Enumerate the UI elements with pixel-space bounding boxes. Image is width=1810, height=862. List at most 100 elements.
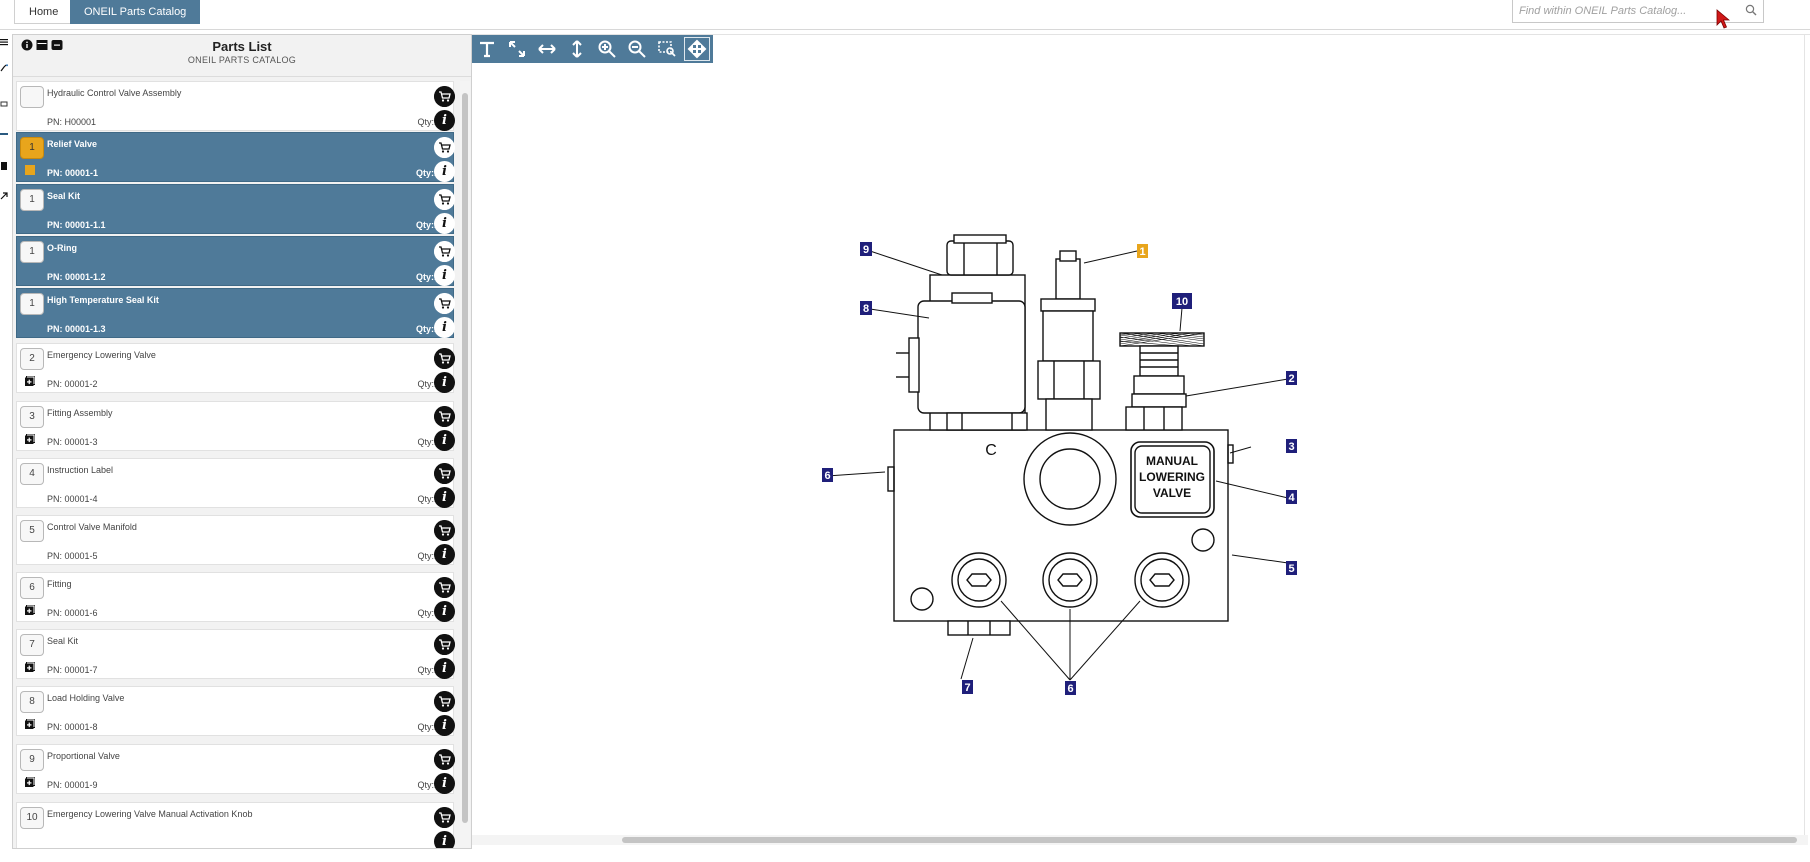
zoom-area-button[interactable] <box>652 35 682 63</box>
expand-plus-icon[interactable] <box>25 719 35 729</box>
expand-plus-icon[interactable] <box>25 605 35 615</box>
part-pn: PN: 00001-6 <box>47 608 98 618</box>
part-qty: Qty:1 <box>417 437 439 447</box>
part-row[interactable]: 4 Instruction Label PN: 00001-4 Qty:1 i <box>16 458 455 508</box>
callout-3[interactable]: 3 <box>1286 439 1297 453</box>
viewer-horizontal-scrollbar[interactable] <box>472 835 1808 845</box>
menu-icon[interactable] <box>0 38 8 46</box>
add-to-cart-icon[interactable] <box>434 293 455 314</box>
part-row[interactable]: 6 Fitting PN: 00001-6 Qty:6 i <box>16 572 455 622</box>
part-row[interactable]: 2 Emergency Lowering Valve PN: 00001-2 Q… <box>16 343 455 393</box>
part-row[interactable]: 9 Proportional Valve PN: 00001-9 Qty:1 i <box>16 744 455 794</box>
add-to-cart-icon[interactable] <box>434 189 455 210</box>
callout-6-bottom[interactable]: 6 <box>1065 681 1076 695</box>
breadcrumb-catalog[interactable]: ONEIL Parts Catalog <box>70 0 201 24</box>
info-icon[interactable]: i <box>434 601 455 622</box>
part-pn: PN: H00001 <box>47 117 97 127</box>
zoom-in-icon <box>598 40 616 58</box>
flag-icon[interactable] <box>0 130 8 138</box>
info-icon[interactable]: i <box>434 658 455 679</box>
expand-icon[interactable] <box>0 192 8 200</box>
fit-width-button[interactable] <box>532 35 562 63</box>
expand-plus-icon[interactable] <box>25 376 35 386</box>
add-to-cart-icon[interactable] <box>434 577 455 598</box>
callout-4[interactable]: 4 <box>1286 490 1297 504</box>
part-qty: Qty:1 <box>417 722 439 732</box>
callout-2[interactable]: 2 <box>1286 371 1297 385</box>
callout-5[interactable]: 5 <box>1286 561 1297 575</box>
add-to-cart-icon[interactable] <box>434 86 455 107</box>
print-icon[interactable] <box>0 100 8 108</box>
add-to-cart-icon[interactable] <box>434 348 455 369</box>
add-to-cart-icon[interactable] <box>434 463 455 484</box>
part-row[interactable]: 1 Relief Valve PN: 00001-1 Qty:1 i <box>16 132 455 182</box>
add-to-cart-icon[interactable] <box>434 520 455 541</box>
part-row[interactable]: 10 Emergency Lowering Valve Manual Activ… <box>16 802 455 848</box>
parts-list-scrollbar[interactable] <box>460 81 470 848</box>
breadcrumb-home[interactable]: Home <box>14 0 74 24</box>
collapse-panel-icon[interactable] <box>51 39 63 51</box>
text-tool-button[interactable] <box>472 35 502 63</box>
fit-button[interactable] <box>502 35 532 63</box>
viewer-right-edge <box>1804 35 1805 835</box>
expand-plus-icon[interactable] <box>25 777 35 787</box>
part-row[interactable]: 1 O-Ring PN: 00001-1.2 Qty:1 i <box>16 236 455 286</box>
exploded-diagram[interactable]: MANUAL LOWERING VALVE C 9 1 8 10 2 3 6 4 <box>472 35 1808 835</box>
svg-text:3: 3 <box>1288 441 1294 453</box>
info-icon[interactable]: i <box>434 110 455 131</box>
fit-height-button[interactable] <box>562 35 592 63</box>
pan-button[interactable] <box>682 35 712 63</box>
part-row[interactable]: 3 Fitting Assembly PN: 00001-3 Qty:1 i <box>16 401 455 451</box>
part-row[interactable]: 1 High Temperature Seal Kit PN: 00001-1.… <box>16 288 455 338</box>
search-icon[interactable] <box>1745 4 1757 16</box>
part-row[interactable]: Hydraulic Control Valve Assembly PN: H00… <box>16 81 455 131</box>
mouse-cursor-icon <box>1716 9 1730 29</box>
expand-plus-icon[interactable] <box>25 434 35 444</box>
diagram-viewer: MANUAL LOWERING VALVE C 9 1 8 10 2 3 6 4 <box>472 34 1810 849</box>
callout-6[interactable]: 6 <box>822 468 833 482</box>
add-to-cart-icon[interactable] <box>434 749 455 770</box>
zoom-in-button[interactable] <box>592 35 622 63</box>
callout-10[interactable]: 10 <box>1172 293 1192 309</box>
scrollbar-thumb[interactable] <box>462 93 468 823</box>
info-icon[interactable]: i <box>434 265 455 286</box>
part-qty: Qty:1 <box>417 780 439 790</box>
callout-7[interactable]: 7 <box>962 680 973 694</box>
zoom-out-button[interactable] <box>622 35 652 63</box>
info-icon[interactable]: i <box>434 317 455 338</box>
info-icon[interactable]: i <box>434 831 455 848</box>
add-to-cart-icon[interactable] <box>434 137 455 158</box>
add-to-cart-icon[interactable] <box>434 406 455 427</box>
search-input[interactable] <box>1519 3 1729 19</box>
part-name: Hydraulic Control Valve Assembly <box>47 88 182 98</box>
info-icon[interactable]: i <box>434 430 455 451</box>
info-icon[interactable]: i <box>434 487 455 508</box>
expand-plus-icon[interactable] <box>25 662 35 672</box>
info-icon[interactable]: i <box>434 372 455 393</box>
callout-1[interactable]: 1 <box>1137 244 1148 258</box>
part-number-badge <box>20 86 44 108</box>
info-icon[interactable]: i <box>434 544 455 565</box>
info-icon[interactable]: i <box>434 161 455 182</box>
callout-9[interactable]: 9 <box>860 242 872 256</box>
add-to-cart-icon[interactable] <box>434 691 455 712</box>
add-to-cart-icon[interactable] <box>434 807 455 828</box>
info-icon[interactable]: i <box>434 715 455 736</box>
table-view-icon[interactable] <box>36 39 48 51</box>
info-icon[interactable]: i <box>434 213 455 234</box>
part-row[interactable]: 8 Load Holding Valve PN: 00001-8 Qty:1 i <box>16 686 455 736</box>
info-icon[interactable]: i <box>434 773 455 794</box>
part-pn: PN: 00001-1.3 <box>47 324 106 334</box>
zoom-out-icon <box>628 40 646 58</box>
part-row[interactable]: 7 Seal Kit PN: 00001-7 Qty:1 i <box>16 629 455 679</box>
document-icon[interactable] <box>0 162 8 170</box>
info-circle-icon[interactable] <box>21 39 33 51</box>
pin-icon[interactable] <box>0 64 8 72</box>
add-to-cart-icon[interactable] <box>434 241 455 262</box>
scrollbar-thumb[interactable] <box>622 837 1797 843</box>
part-row[interactable]: 1 Seal Kit PN: 00001-1.1 Qty:1 i <box>16 184 455 234</box>
part-row[interactable]: 5 Control Valve Manifold PN: 00001-5 Qty… <box>16 515 455 565</box>
svg-text:2: 2 <box>1288 373 1294 385</box>
callout-8[interactable]: 8 <box>860 301 872 315</box>
add-to-cart-icon[interactable] <box>434 634 455 655</box>
